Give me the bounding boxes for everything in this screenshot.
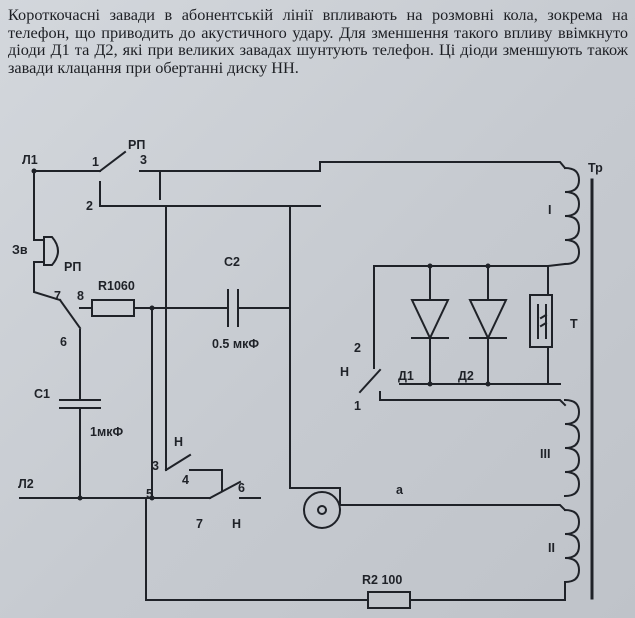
- resistor-r2: [367, 581, 566, 609]
- label-winding-3: III: [540, 447, 550, 461]
- capacitor-c1: [59, 399, 101, 499]
- label-pin-8: 8: [77, 289, 84, 303]
- hook-switch-n: [358, 265, 567, 407]
- label-zv: Зв: [12, 243, 28, 257]
- resistor-r1: [91, 299, 229, 317]
- label-pin-n2: 2: [354, 341, 361, 355]
- transformer-tr: [546, 166, 594, 600]
- label-d2: Д2: [458, 369, 474, 383]
- label-d1: Д1: [398, 369, 414, 383]
- label-h-lower: Н: [232, 517, 241, 531]
- schematic-labels: Л1 1 РП 3 2 Зв РП 7 8 R1060 6 С1 1мкФ Л2…: [12, 138, 603, 587]
- label-pin-7: 7: [54, 289, 61, 303]
- rp-contact-lower: [58, 298, 93, 401]
- diode-d1: [410, 265, 450, 385]
- diode-rail-top: [373, 263, 549, 296]
- diode-d2: [468, 265, 508, 385]
- label-pin-1: 1: [92, 155, 99, 169]
- label-winding-2: II: [548, 541, 555, 555]
- diode-rail-bottom: [399, 381, 561, 387]
- label-l1: Л1: [22, 153, 38, 167]
- label-c2-value: 0.5 мкФ: [212, 337, 259, 351]
- label-tr: Тр: [588, 161, 603, 175]
- capacitor-c2: [227, 289, 291, 327]
- label-rp-top: РП: [128, 138, 145, 152]
- microphone-capsule: [297, 487, 567, 529]
- rp-contact: [98, 150, 567, 207]
- label-rp-mid: РП: [64, 260, 81, 274]
- label-h-upper: Н: [174, 435, 183, 449]
- label-pin-3: 3: [140, 153, 147, 167]
- label-pin-h6: 6: [238, 481, 245, 495]
- central-buses: [145, 205, 369, 601]
- label-c1-value: 1мкФ: [90, 425, 123, 439]
- intro-paragraph: Короткочасні завади в абонентській лінії…: [8, 5, 628, 77]
- label-c2: С2: [224, 255, 240, 269]
- line-l1: [31, 168, 101, 241]
- label-pin-h4: 4: [182, 473, 189, 487]
- telephone-receiver: [529, 294, 553, 385]
- label-c1: С1: [34, 387, 50, 401]
- label-pin-h3: 3: [152, 459, 159, 473]
- label-r2: R2 100: [362, 573, 402, 587]
- label-n-hook: Н: [340, 365, 349, 379]
- label-r1: R1060: [98, 279, 135, 293]
- ringer-bell: [33, 236, 62, 302]
- label-winding-1: I: [548, 203, 551, 217]
- line-l2: [19, 495, 151, 501]
- label-pin-6: 6: [60, 335, 67, 349]
- label-t: Т: [570, 317, 578, 331]
- label-pin-h7: 7: [196, 517, 203, 531]
- label-a: а: [396, 483, 404, 497]
- label-l2: Л2: [18, 477, 34, 491]
- label-pin-h5: 5: [146, 487, 153, 501]
- label-pin-2: 2: [86, 199, 93, 213]
- dial-contact-h: [149, 453, 261, 501]
- label-pin-n1: 1: [354, 399, 361, 413]
